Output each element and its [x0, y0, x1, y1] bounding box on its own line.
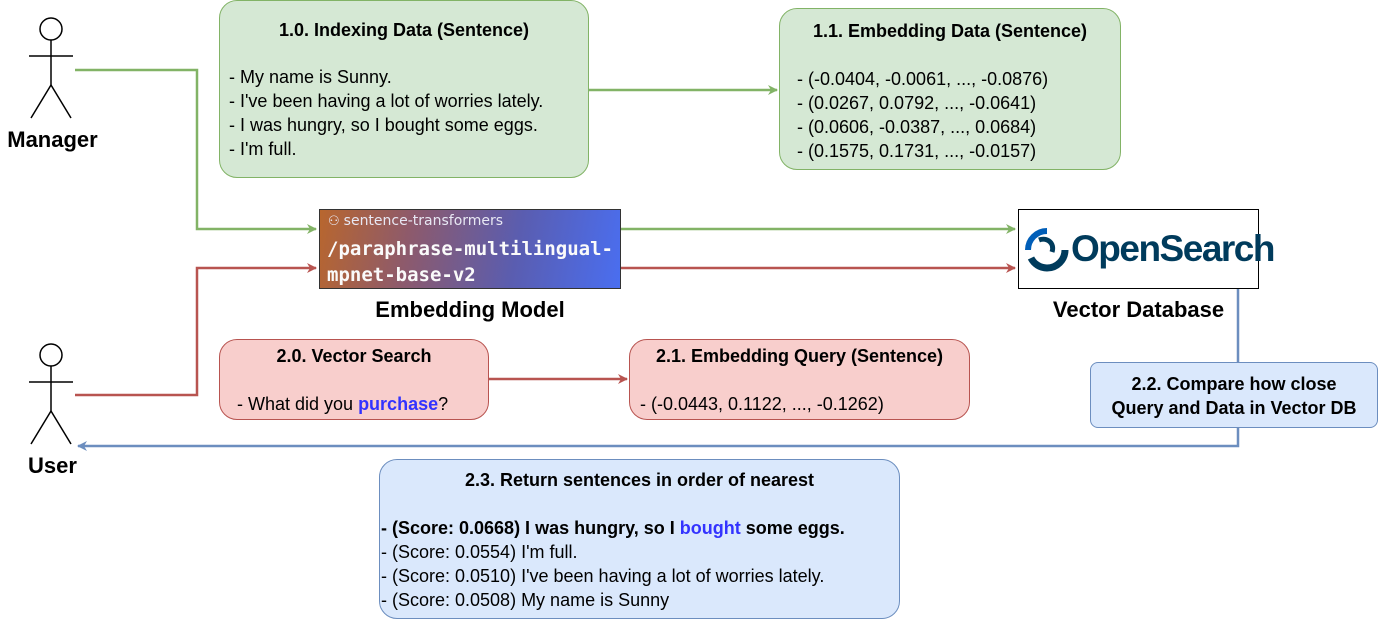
result-item: - (Score: 0.0510) I've been having a lot…: [381, 566, 825, 586]
arrow-db-to-user: [77, 289, 1240, 451]
sentence-transformers-logo-icon: ⚇: [328, 214, 340, 229]
indexing-data-box: 1.0. Indexing Data (Sentence) - My name …: [219, 0, 589, 178]
embedding-vector: - (-0.0404, -0.0061, ..., -0.0876): [797, 69, 1049, 89]
result-item: - (Score: 0.0554) I'm full.: [381, 542, 578, 562]
model-name-line1: /paraphrase-multilingual-: [327, 238, 613, 260]
embedding-query-title: 2.1. Embedding Query (Sentence): [655, 346, 944, 366]
embedding-model-card: ⚇sentence-transformers /paraphrase-multi…: [319, 209, 621, 289]
result-item: - (Score: 0.0508) My name is Sunny: [381, 590, 670, 610]
embedding-query-box: 2.1. Embedding Query (Sentence) - (-0.04…: [629, 339, 970, 420]
arrow-user-to-model: [75, 263, 317, 397]
embedding-data-box: 1.1. Embedding Data (Sentence) - (-0.040…: [779, 8, 1121, 170]
query-keyword-highlight: purchase: [358, 394, 439, 414]
indexing-sentence: - My name is Sunny.: [229, 67, 392, 87]
embedding-data-title: 1.1. Embedding Data (Sentence): [812, 21, 1088, 41]
manager-label: Manager: [7, 127, 98, 152]
vector-database-box: OpenSearch: [1018, 209, 1275, 289]
compare-line-1: 2.2. Compare how close: [1131, 374, 1337, 394]
vector-search-query: - What did you purchase?: [237, 394, 449, 414]
user-label: User: [28, 453, 77, 478]
opensearch-wordmark: OpenSearch: [1071, 228, 1275, 269]
results-title: 2.3. Return sentences in order of neares…: [464, 470, 815, 490]
user-actor-icon: [29, 343, 73, 445]
vector-database-label: Vector Database: [1052, 297, 1225, 322]
embedding-query-vector: - (-0.0443, 0.1122, ..., -0.1262): [640, 394, 884, 414]
embedding-vector: - (0.1575, 0.1731, ..., -0.0157): [797, 141, 1037, 161]
compare-box: 2.2. Compare how close Query and Data in…: [1090, 362, 1378, 428]
model-brand-text: sentence-transformers: [343, 213, 504, 229]
result-item-top: - (Score: 0.0668) I was hungry, so I bou…: [381, 518, 845, 538]
indexing-sentence: - I'm full.: [229, 139, 297, 159]
opensearch-logo-icon: [1025, 228, 1069, 272]
model-name-line2: mpnet-base-v2: [327, 264, 476, 286]
embedding-vector: - (0.0267, 0.0792, ..., -0.0641): [797, 93, 1037, 113]
results-box: 2.3. Return sentences in order of neares…: [379, 459, 900, 619]
embedding-model-label: Embedding Model: [375, 297, 565, 322]
manager-actor-icon: [29, 17, 73, 119]
vector-search-title: 2.0. Vector Search: [276, 346, 432, 366]
indexing-sentence: - I've been having a lot of worries late…: [229, 91, 544, 111]
compare-line-2: Query and Data in Vector DB: [1111, 398, 1357, 418]
indexing-data-title: 1.0. Indexing Data (Sentence): [278, 20, 530, 40]
indexing-sentence: - I was hungry, so I bought some eggs.: [229, 115, 538, 135]
arrow-manager-to-model: [75, 68, 317, 234]
embedding-vector: - (0.0606, -0.0387, ..., 0.0684): [797, 117, 1037, 137]
vector-search-box: 2.0. Vector Search - What did you purcha…: [219, 339, 489, 420]
result-keyword-highlight: bought: [679, 518, 741, 538]
